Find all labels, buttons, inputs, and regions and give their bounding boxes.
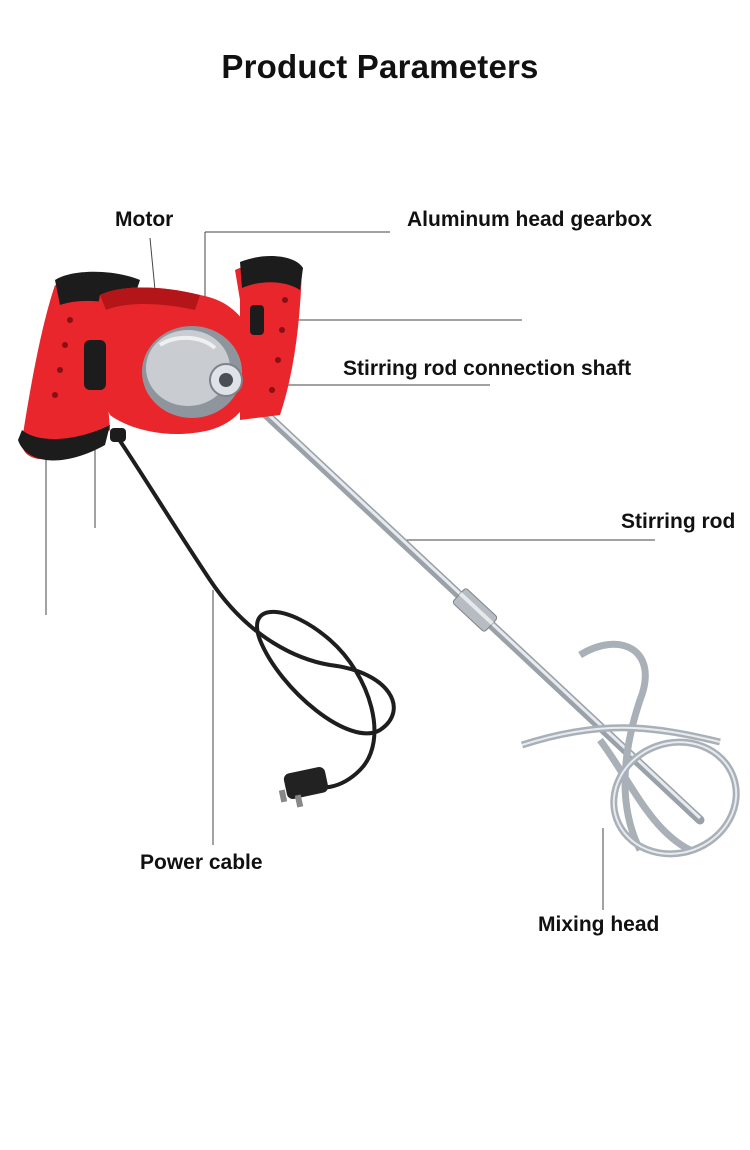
- callout-motor: [149, 237, 156, 291]
- label-gearbox: Aluminum head gearbox: [407, 208, 653, 231]
- stirring-rod: [235, 385, 705, 825]
- power-cable: [116, 436, 396, 790]
- lock-switch: [250, 305, 264, 335]
- mixing-head-highlight: [521, 726, 738, 855]
- rod-coupling-nut: [452, 588, 498, 632]
- label-mixing-head: Mixing head: [538, 913, 660, 936]
- trigger-switch: [84, 340, 106, 390]
- label-power-cable: Power cable: [140, 851, 263, 874]
- label-stirring-rod: Stirring rod: [621, 510, 736, 533]
- label-motor: Motor: [115, 208, 174, 231]
- power-plug: [278, 767, 329, 808]
- cable-strain-relief: [110, 428, 126, 442]
- page-title: Product Parameters: [221, 48, 539, 85]
- label-connection-shaft: Stirring rod connection shaft: [343, 357, 632, 380]
- aluminum-gearbox: [142, 326, 243, 418]
